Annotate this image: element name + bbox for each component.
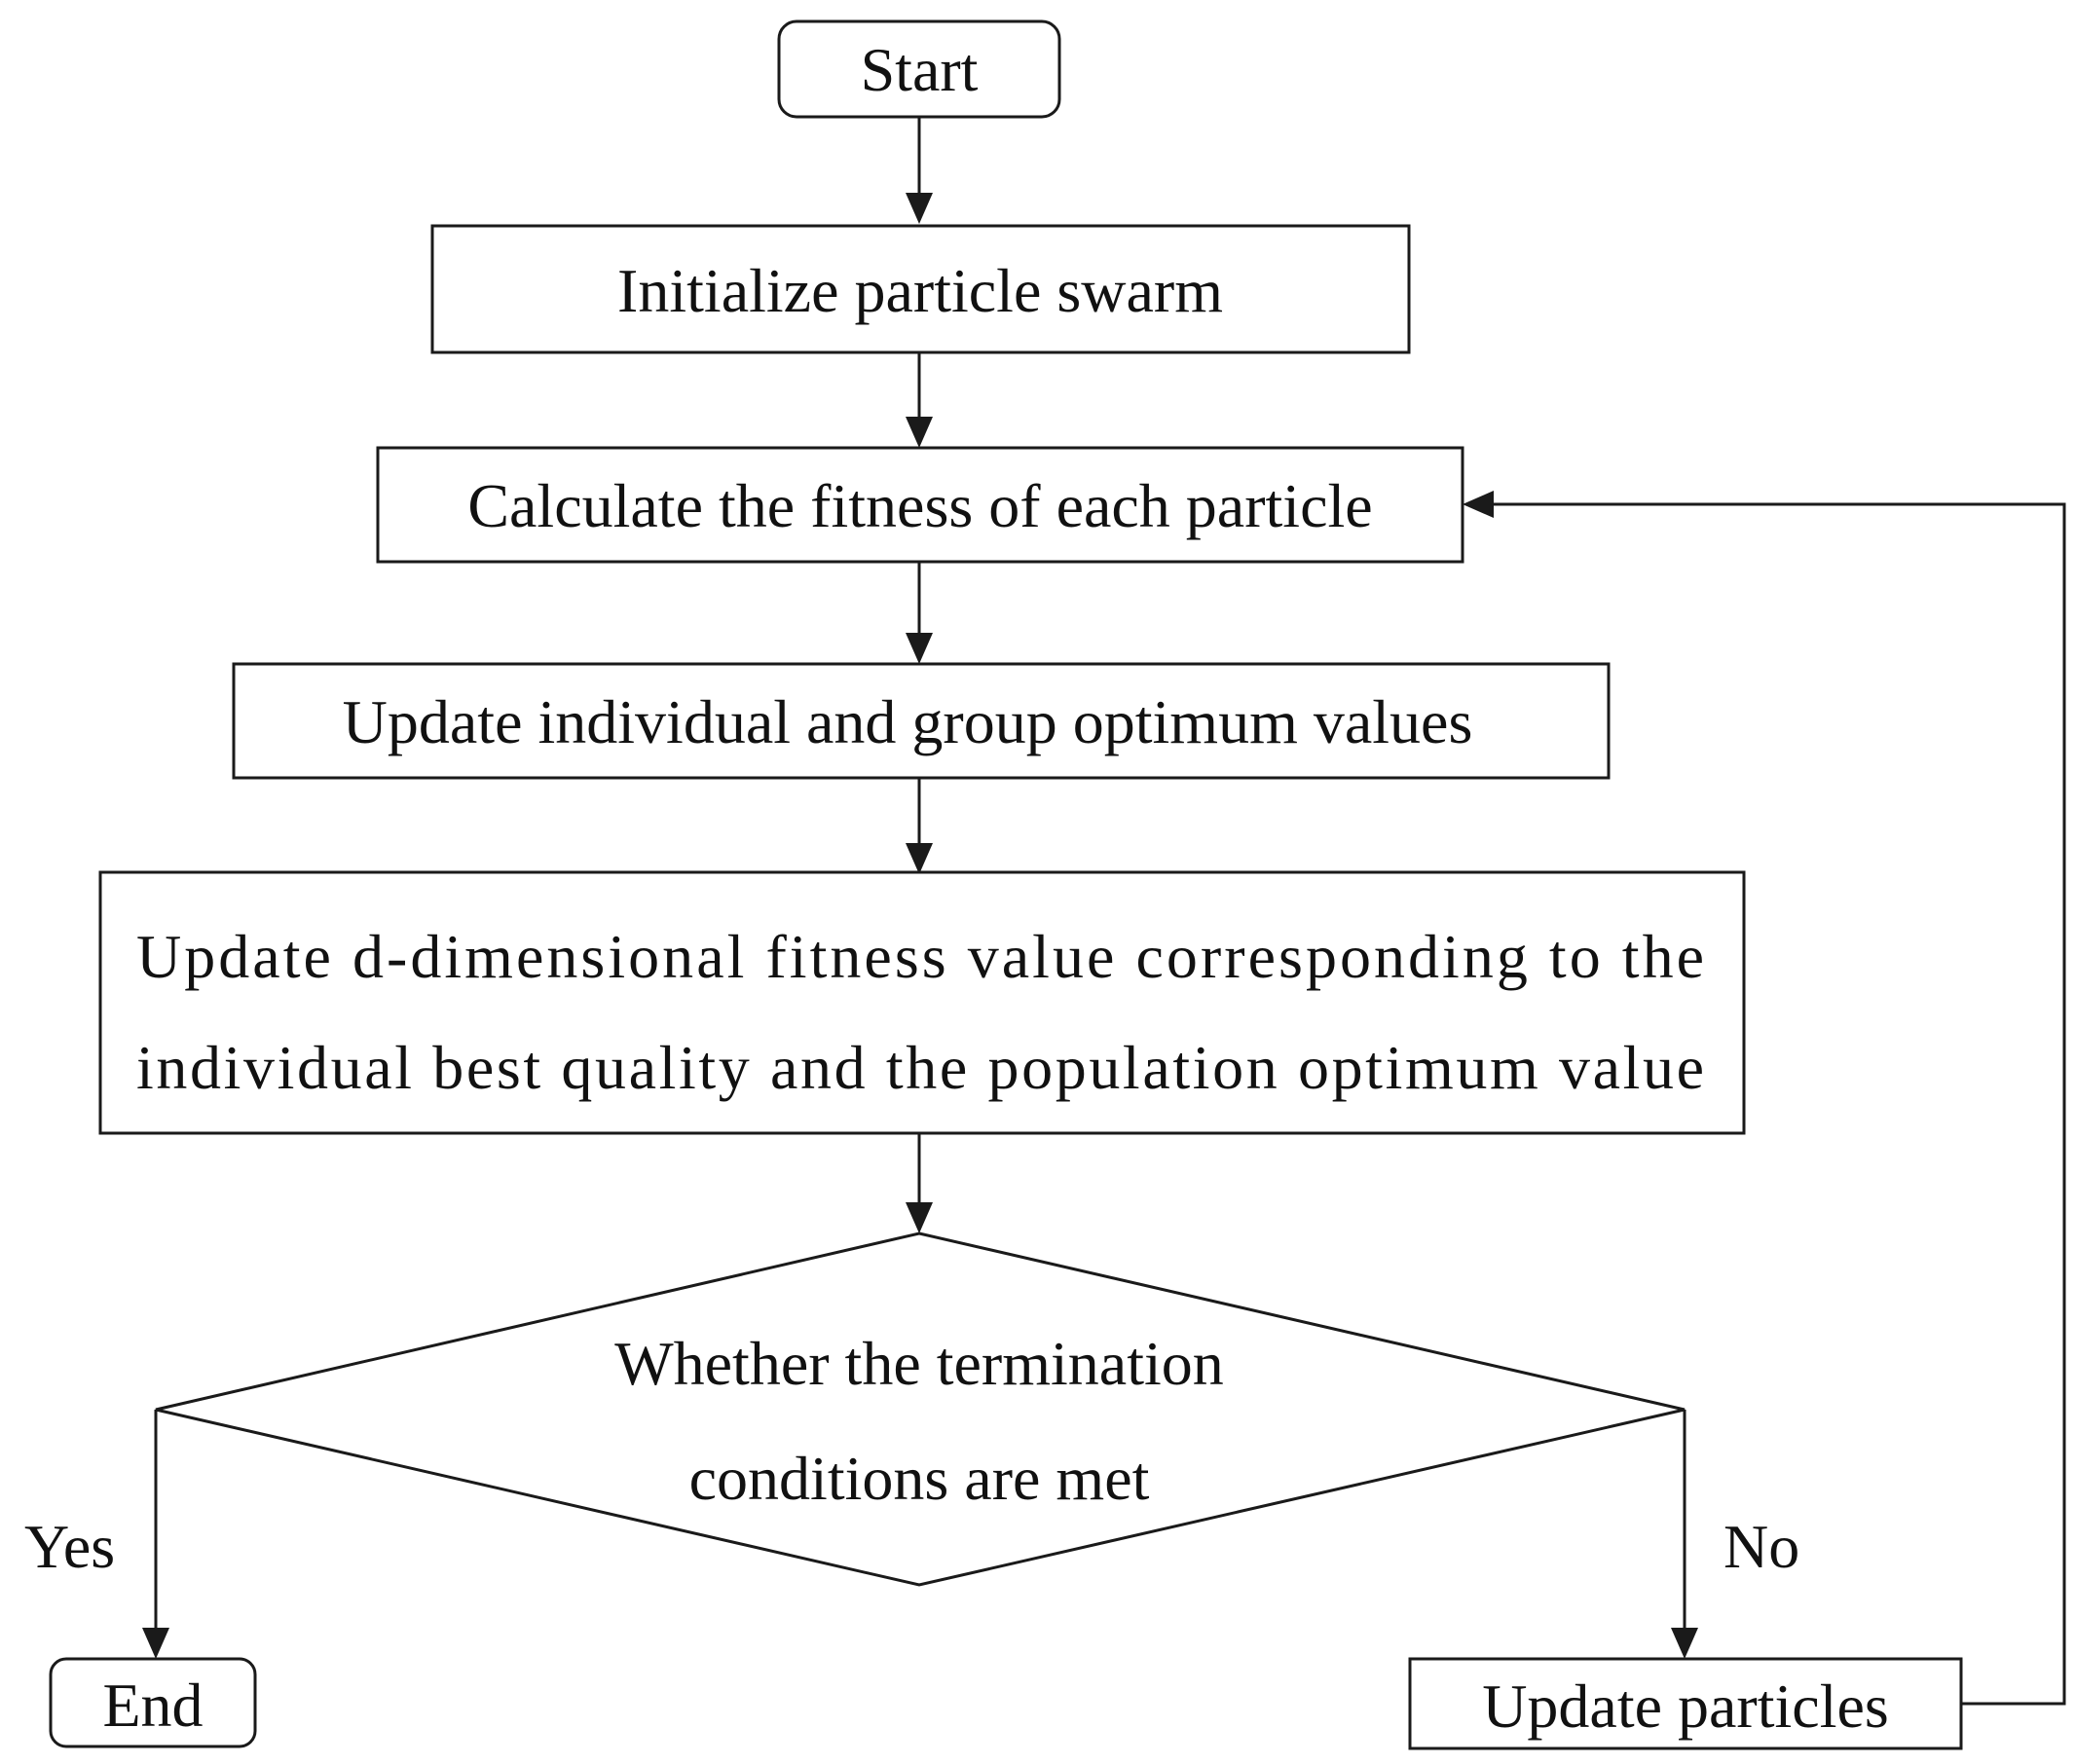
arrow-update-dimensional-to-decision [906,1133,933,1233]
update-particles-node: Update particles [1408,1657,1963,1750]
decision-label-line1: Whether the termination [614,1329,1224,1398]
decision-label-line2: conditions are met [689,1444,1150,1513]
update-particles-label: Update particles [1482,1672,1889,1741]
arrow-update-optimum-to-update-dimensional [906,778,933,874]
initialize-label: Initialize particle swarm [617,256,1223,325]
start-label: Start [861,35,979,104]
end-node: End [49,1657,257,1748]
yes-branch-label: Yes [24,1512,115,1581]
update-dimensional-node: Update d-dimensional fitness value corre… [98,870,1746,1135]
calculate-fitness-node: Calculate the fitness of each particle [376,446,1464,564]
arrow-decision-no-to-update-particles [1671,1410,1698,1659]
termination-decision-node: Whether the termination conditions are m… [155,1231,1686,1587]
end-label: End [102,1671,203,1740]
arrow-loop-back-to-calculate [1463,491,2066,1706]
calculate-fitness-label: Calculate the fitness of each particle [467,471,1372,540]
initialize-node: Initialize particle swarm [430,224,1411,354]
update-optimum-label: Update individual and group optimum valu… [343,687,1473,756]
arrow-decision-yes-to-end [142,1410,169,1659]
no-branch-label: No [1723,1512,1799,1581]
arrow-start-to-initialize [906,117,933,224]
update-optimum-node: Update individual and group optimum valu… [232,662,1611,780]
update-dimensional-label-line2: individual best quality and the populati… [136,1033,1704,1102]
arrow-calculate-to-update-optimum [906,562,933,664]
start-node: Start [777,19,1061,119]
arrow-initialize-to-calculate [906,352,933,448]
